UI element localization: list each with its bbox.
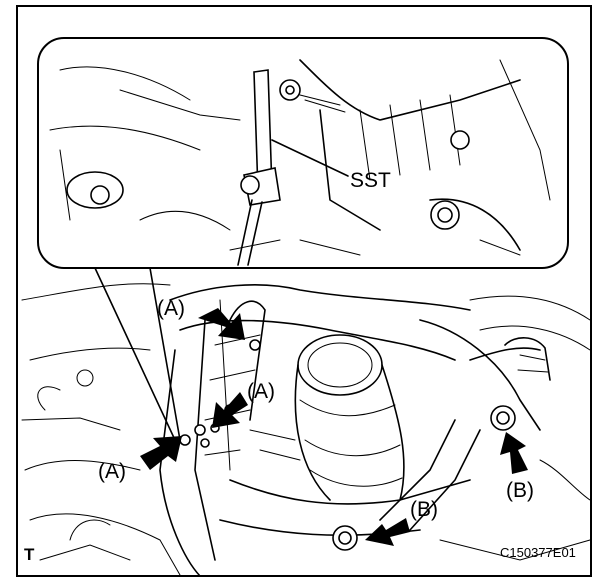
sst-label: SST: [350, 169, 391, 192]
arrow-icon: [365, 518, 410, 546]
zoom-inset-panel: [37, 37, 569, 441]
callout-b-bottom: (B): [410, 498, 438, 521]
bolt-icon: [332, 405, 516, 551]
arrow-icon: [212, 392, 248, 428]
callout-a-lower: (A): [98, 460, 126, 483]
callout-b-right: (B): [506, 479, 534, 502]
figure-code: C150377E01: [500, 545, 576, 560]
callout-a-middle: (A): [247, 380, 275, 403]
wrench-icon: [237, 69, 281, 266]
arrow-icon: [140, 436, 182, 470]
callout-a-upper: (A): [157, 297, 185, 320]
corner-mark: T: [24, 545, 35, 564]
arrow-icon: [500, 432, 528, 474]
arrow-icon: [198, 308, 245, 340]
